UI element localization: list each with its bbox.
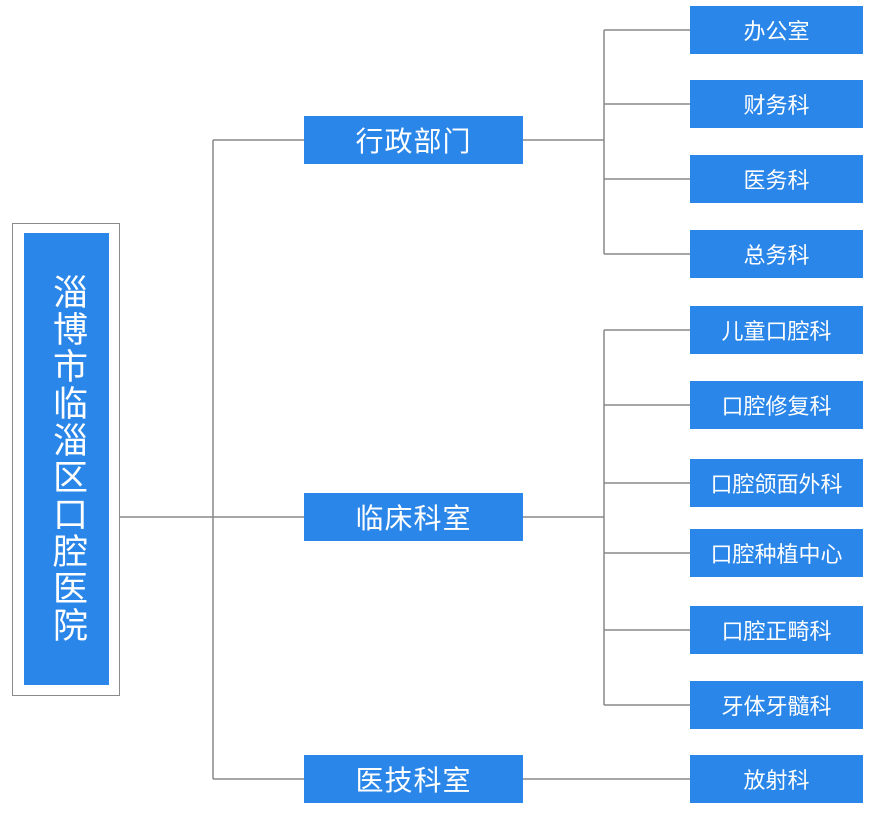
dept-admin: 行政部门: [304, 116, 523, 164]
leaf-implant-center: 口腔种植中心: [690, 529, 863, 577]
dept-medtech: 医技科室: [304, 755, 523, 803]
leaf-finance: 财务科: [690, 80, 863, 128]
leaf-medical-affairs: 医务科: [690, 155, 863, 203]
leaf-office: 办公室: [690, 6, 863, 54]
leaf-radiology: 放射科: [690, 755, 863, 803]
leaf-orthodontics: 口腔正畸科: [690, 606, 863, 654]
leaf-general-affairs: 总务科: [690, 230, 863, 278]
leaf-prosthodontics: 口腔修复科: [690, 381, 863, 429]
root-node: 淄博市临淄区口腔医院: [24, 233, 109, 685]
leaf-endodontics: 牙体牙髓科: [690, 681, 863, 729]
root-label: 淄博市临淄区口腔医院: [47, 274, 87, 644]
dept-clinical: 临床科室: [304, 493, 523, 541]
leaf-pediatric-dentistry: 儿童口腔科: [690, 306, 863, 354]
leaf-maxillofacial-surgery: 口腔颌面外科: [690, 459, 863, 507]
